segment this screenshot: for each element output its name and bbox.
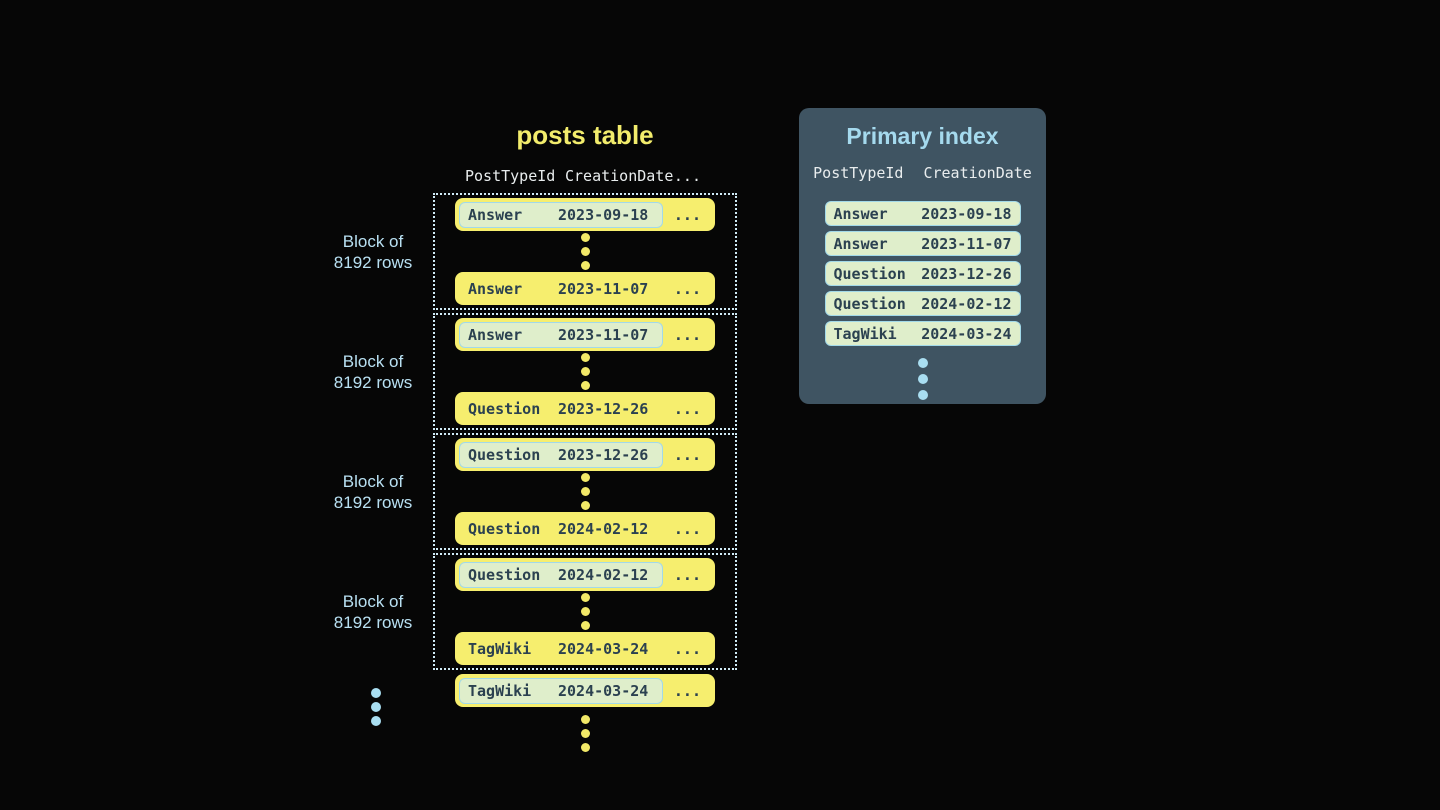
index-entry: Question 2024-02-12 — [824, 291, 1021, 316]
table-row: Question 2023-12-26 ... — [455, 392, 715, 425]
block-label-line2: 8192 rows — [333, 612, 413, 632]
block-label-3: Block of 8192 rows — [321, 471, 425, 513]
posts-table-diagram: posts table PostTypeId CreationDate ... … — [321, 120, 737, 752]
posts-table-blocks: Block of 8192 rows Answer 2023-09-18 ... — [321, 193, 737, 670]
entry-posttypeid: Question — [833, 264, 906, 283]
column-header-posttypeid: PostTypeId — [465, 167, 556, 185]
row-posttypeid: Question — [468, 565, 541, 584]
row-creationdate: 2024-03-24 — [558, 681, 649, 700]
table-row: Answer 2023-11-07 ... — [455, 318, 715, 351]
entry-creationdate: 2023-09-18 — [921, 204, 1012, 223]
block-label-line2: 8192 rows — [333, 252, 413, 272]
block-wrap-2: Block of 8192 rows Answer 2023-11-07 ... — [321, 313, 737, 430]
block-label-line1: Block of — [342, 591, 404, 611]
table-row: Answer 2023-09-18 ... — [455, 198, 715, 231]
posts-block-1: Answer 2023-09-18 ... Answer 2023-11-07 — [433, 193, 737, 310]
primary-index-title: Primary index — [846, 123, 999, 149]
table-row: Question 2024-02-12 ... — [455, 512, 715, 545]
block-label-line2: 8192 rows — [333, 492, 413, 512]
omitted-rows-dots — [580, 473, 590, 510]
primary-index-panel: Primary index PostTypeId CreationDate An… — [799, 108, 1046, 404]
row-creationdate: 2023-12-26 — [558, 399, 649, 418]
primary-index-rows: Answer 2023-09-18 Answer 2023-11-07 Ques… — [824, 201, 1021, 346]
row-posttypeid: Question — [468, 445, 541, 464]
block-wrap-3: Block of 8192 rows Question 2023-12-26 .… — [321, 433, 737, 550]
block-label-1: Block of 8192 rows — [321, 231, 425, 273]
table-row: TagWiki 2024-03-24 ... — [455, 632, 715, 665]
column-header-ellipsis: ... — [673, 167, 701, 185]
row-ellipsis: ... — [673, 325, 701, 344]
index-entry: Answer 2023-09-18 — [824, 201, 1021, 226]
row-ellipsis: ... — [673, 399, 701, 418]
row-creationdate: 2023-12-26 — [558, 445, 649, 464]
omitted-rows-dots — [580, 353, 590, 390]
entry-posttypeid: TagWiki — [833, 324, 897, 343]
column-header-creationdate: CreationDate — [923, 164, 1032, 182]
omitted-rows-dots — [580, 233, 590, 270]
row-ellipsis: ... — [673, 639, 701, 658]
table-row-next-block: TagWiki 2024-03-24 ... — [455, 674, 715, 707]
row-creationdate: 2024-03-24 — [558, 639, 649, 658]
entry-posttypeid: Answer — [833, 234, 888, 253]
row-posttypeid: Question — [468, 399, 541, 418]
row-posttypeid: Answer — [468, 279, 523, 298]
block-label-2: Block of 8192 rows — [321, 351, 425, 393]
index-entry: Answer 2023-11-07 — [824, 231, 1021, 256]
block-label-4: Block of 8192 rows — [321, 591, 425, 633]
column-header-creationdate: CreationDate — [565, 167, 674, 185]
block-label-line2: 8192 rows — [333, 372, 413, 392]
posts-block-4: Question 2024-02-12 ... TagWiki 2024-03-… — [433, 553, 737, 670]
row-posttypeid: Answer — [468, 205, 523, 224]
indexed-row-highlight: Question 2024-02-12 — [459, 561, 663, 588]
posts-table-column-headers: PostTypeId CreationDate ... — [455, 166, 715, 186]
entry-creationdate: 2024-03-24 — [921, 324, 1012, 343]
block-label-line1: Block of — [342, 351, 404, 371]
row-ellipsis: ... — [673, 279, 701, 298]
posts-block-2: Answer 2023-11-07 ... Question 2023-12-2… — [433, 313, 737, 430]
row-ellipsis: ... — [673, 445, 701, 464]
row-ellipsis: ... — [673, 519, 701, 538]
table-row: Question 2024-02-12 ... — [455, 558, 715, 591]
indexed-row-highlight: Question 2023-12-26 — [459, 441, 663, 468]
row-posttypeid: TagWiki — [468, 681, 532, 700]
row-posttypeid: TagWiki — [468, 639, 532, 658]
row-creationdate: 2024-02-12 — [558, 565, 649, 584]
row-creationdate: 2023-09-18 — [558, 205, 649, 224]
entry-creationdate: 2024-02-12 — [921, 294, 1012, 313]
table-row: Question 2023-12-26 ... — [455, 438, 715, 471]
omitted-rows-dots — [580, 593, 590, 630]
more-blocks-dots — [371, 688, 381, 726]
block-label-line1: Block of — [342, 231, 404, 251]
table-row: Answer 2023-11-07 ... — [455, 272, 715, 305]
row-ellipsis: ... — [673, 681, 701, 700]
entry-posttypeid: Answer — [833, 204, 888, 223]
indexed-row-highlight: Answer 2023-11-07 — [459, 321, 663, 348]
row-ellipsis: ... — [673, 565, 701, 584]
posts-block-3: Question 2023-12-26 ... Question 2024-02… — [433, 433, 737, 550]
entry-posttypeid: Question — [833, 294, 906, 313]
block-wrap-1: Block of 8192 rows Answer 2023-09-18 ... — [321, 193, 737, 310]
row-creationdate: 2024-02-12 — [558, 519, 649, 538]
row-posttypeid: Answer — [468, 325, 523, 344]
row-posttypeid: Question — [468, 519, 541, 538]
row-creationdate: 2023-11-07 — [558, 325, 649, 344]
column-header-posttypeid: PostTypeId — [813, 164, 904, 182]
more-rows-dots — [455, 715, 715, 752]
more-index-entries-dots — [917, 358, 928, 400]
block-wrap-4: Block of 8192 rows Question 2024-02-12 .… — [321, 553, 737, 670]
index-entry: TagWiki 2024-03-24 — [824, 321, 1021, 346]
indexed-row-highlight: Answer 2023-09-18 — [459, 201, 663, 228]
index-entry: Question 2023-12-26 — [824, 261, 1021, 286]
primary-index-column-headers: PostTypeId CreationDate — [813, 164, 1032, 182]
entry-creationdate: 2023-11-07 — [921, 234, 1012, 253]
row-creationdate: 2023-11-07 — [558, 279, 649, 298]
indexed-row-highlight: TagWiki 2024-03-24 — [459, 677, 663, 704]
posts-table-title: posts table — [516, 120, 654, 150]
entry-creationdate: 2023-12-26 — [921, 264, 1012, 283]
row-ellipsis: ... — [673, 205, 701, 224]
block-label-line1: Block of — [342, 471, 404, 491]
